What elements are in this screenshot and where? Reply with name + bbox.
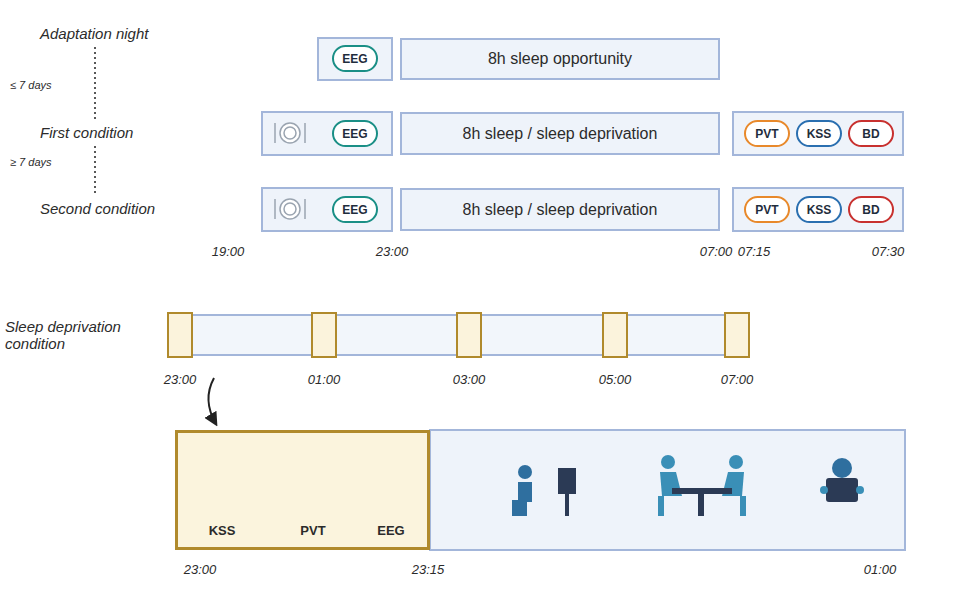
- time-label: 07:30: [872, 244, 905, 259]
- reading-icon: [856, 486, 864, 494]
- condition-label: Adaptation night: [40, 25, 148, 42]
- time-label: 07:00: [721, 372, 754, 387]
- measurement-box: KSS PVT EEG: [175, 430, 430, 550]
- time-label: 23:00: [164, 372, 197, 387]
- meeting-icon: [661, 455, 675, 469]
- node-text: EEG: [342, 127, 367, 141]
- condition-label: Sleep deprivation condition: [5, 318, 155, 352]
- time-label: 23:00: [184, 562, 217, 577]
- night-timeline: [603, 313, 627, 357]
- protocol-boxes: [262, 38, 903, 231]
- node-text: PVT: [755, 203, 778, 217]
- sleep-box: 8h sleep / sleep deprivation: [400, 112, 720, 155]
- meeting-icon: [658, 496, 664, 516]
- meal-icon: [304, 123, 306, 143]
- meal-icon: [304, 199, 306, 219]
- node-text: PVT: [755, 127, 778, 141]
- pvt-tag: PVT: [744, 120, 790, 147]
- node-text: 8h sleep / sleep deprivation: [463, 125, 658, 143]
- sleep-box: 8h sleep / sleep deprivation: [400, 188, 720, 231]
- kss-tag: KSS: [796, 196, 842, 223]
- condition-label: First condition: [40, 124, 133, 141]
- measure-label: PVT: [300, 523, 325, 538]
- time-label: 01:00: [308, 372, 341, 387]
- sleep-box: 8h sleep opportunity: [400, 38, 720, 80]
- bd-tag: BD: [848, 120, 894, 147]
- meeting-icon: [740, 496, 746, 516]
- node-text: EEG: [342, 203, 367, 217]
- time-label: 07:15: [738, 244, 771, 259]
- protocol-boxes: [318, 38, 392, 80]
- time-label: 19:00: [212, 244, 245, 259]
- time-label: 07:00: [700, 244, 733, 259]
- protocol-boxes: [733, 188, 903, 231]
- condition-label: Second condition: [40, 200, 155, 217]
- eeg-tag: EEG: [332, 120, 378, 147]
- tv-icon: [518, 465, 532, 479]
- time-label: 05:00: [599, 372, 632, 387]
- dotted-link: [94, 47, 96, 120]
- meal-icon: [280, 199, 300, 219]
- time-label: 01:00: [864, 562, 897, 577]
- night-timeline: [457, 313, 481, 357]
- night-timeline: [168, 313, 749, 357]
- node-text: 8h sleep opportunity: [488, 50, 632, 68]
- night-timeline: [312, 313, 336, 357]
- meal-icon: [274, 123, 276, 143]
- protocol-boxes: [733, 112, 903, 155]
- meal-icon: [275, 123, 305, 219]
- tv-icon: [512, 500, 522, 516]
- reading-icon: [820, 458, 864, 502]
- pvt-tag: PVT: [744, 196, 790, 223]
- node-text: BD: [862, 127, 879, 141]
- time-label: 23:15: [412, 562, 445, 577]
- tv-icon: [512, 465, 576, 516]
- reading-icon: [826, 478, 858, 502]
- node-text: EEG: [342, 52, 367, 66]
- time-label: 23:00: [376, 244, 409, 259]
- night-timeline: [725, 313, 749, 357]
- eeg-tag: EEG: [332, 196, 378, 223]
- reading-icon: [832, 458, 852, 478]
- bd-tag: BD: [848, 196, 894, 223]
- night-timeline: [168, 313, 192, 357]
- tv-icon: [558, 468, 576, 494]
- condition-label: ≤ 7 days: [10, 79, 52, 91]
- meeting-icon: [658, 455, 746, 516]
- condition-label: ≥ 7 days: [10, 156, 52, 168]
- meeting-icon: [672, 488, 732, 494]
- node-text: BD: [862, 203, 879, 217]
- reading-icon: [820, 486, 828, 494]
- protocol-boxes: [262, 112, 392, 155]
- activity-box: [430, 430, 905, 550]
- kss-tag: KSS: [796, 120, 842, 147]
- node-text: 8h sleep / sleep deprivation: [463, 201, 658, 219]
- measure-label: KSS: [209, 523, 236, 538]
- measure-label: EEG: [377, 523, 404, 538]
- dotted-link: [94, 47, 96, 196]
- eeg-tag: EEG: [332, 45, 378, 72]
- meal-icon: [274, 199, 276, 219]
- zoom-arrow: [208, 378, 216, 424]
- tv-icon: [565, 494, 569, 516]
- protocol-boxes: [262, 188, 392, 231]
- meal-icon: [280, 123, 300, 143]
- meeting-icon: [729, 455, 743, 469]
- meeting-icon: [698, 494, 704, 516]
- meal-icon: [284, 203, 296, 215]
- time-label: 03:00: [453, 372, 486, 387]
- meal-icon: [284, 127, 296, 139]
- node-text: KSS: [807, 203, 832, 217]
- dotted-link: [94, 146, 96, 196]
- night-timeline: [168, 313, 749, 357]
- node-text: KSS: [807, 127, 832, 141]
